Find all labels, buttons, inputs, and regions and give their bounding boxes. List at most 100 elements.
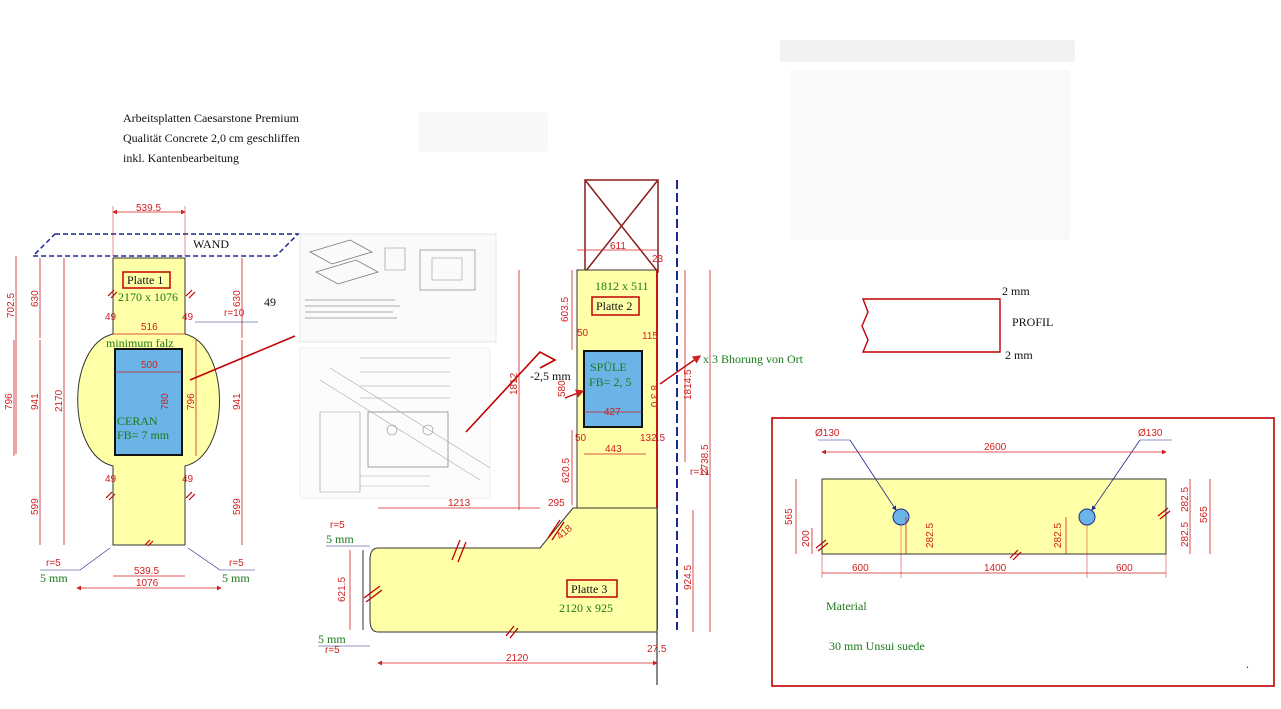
plate23-group: Platte 2 1812 x 511 SPÜLE FB= 2, 5 -2,5 … [318,179,804,685]
p2-dim-23: 23 [652,254,664,265]
p2-dim-27385: 2738.5 [700,444,711,475]
detail-h565l: 565 [784,508,795,525]
minus-25: -2,5 mm [530,369,571,383]
p2-dim-6035: 603.5 [560,297,571,322]
detail-w1400: 1400 [984,563,1007,574]
p2-dim-50b: 50 [575,433,587,444]
p1-dim-516: 516 [141,322,158,333]
p1-dim-630r: 630 [232,290,243,307]
spuele-fb: FB= 2, 5 [589,375,631,389]
bohrung-note: x 3 Bhorung von Ort [703,352,804,366]
p1-dim-500: 500 [141,360,158,371]
plate1-group: WAND Platte 1 2170 x 1076 minimum falz C… [4,203,300,591]
p3-5mm-b: 5 mm [318,632,346,646]
detail-w600r: 600 [1116,563,1133,574]
wall-label: WAND [193,237,229,251]
p1-callout-49: 49 [264,295,276,309]
detail-d2: Ø130 [1138,428,1163,439]
p1-dim-top-width: 539.5 [136,203,161,214]
p2-dim-115: 115 [642,331,658,342]
p1-5mm-l: 5 mm [40,571,68,585]
hole-left [892,508,910,526]
p1-r5l: r=5 [46,558,61,569]
detail-box: Ø130 Ø130 2600 565 200 282.5 282.5 282.5… [771,417,1275,687]
wall-band [31,233,300,257]
plate3-tag [566,579,618,598]
p3-dim-9245: 924.5 [683,565,694,590]
p1-dim-49a: 49 [105,312,117,323]
hob-sketch [299,233,497,343]
spec-line-1: Arbeitsplatten Caesarstone Premium [123,111,299,125]
p1-dim-49b: 49 [182,312,194,323]
p1-dim-941r: 941 [232,393,243,410]
profil-top: 2 mm [1002,284,1030,298]
detail-h565r: 565 [1199,506,1210,523]
p3-dim-1213: 1213 [448,498,471,509]
detail-d1: Ø130 [815,428,840,439]
p23-hatch [363,519,565,639]
p3-dim-2120: 2120 [506,653,529,664]
p1-hatch [105,289,196,547]
material-value: 30 mm Unsui suede [829,639,925,653]
profil-bottom: 2 mm [1005,348,1033,362]
ceran-fb: FB= 7 mm [117,428,170,442]
plate3-name: Platte 3 [571,582,607,596]
p2-dim-1812: 1812 [509,372,520,395]
p2-dim-50: 50 [577,328,589,339]
spuele-label: SPÜLE [590,360,627,374]
p2-dim-580: 580 [557,380,568,397]
sink-sketch [299,347,491,499]
p1-dim-599r: 599 [232,498,243,515]
material-label: Material [826,599,867,613]
p1-dim-49c: 49 [105,474,117,485]
p1-dim-2170: 2170 [54,389,65,412]
plate1-size: 2170 x 1076 [118,290,178,304]
plate3-size: 2120 x 925 [559,601,613,615]
detail-countertop [821,478,1167,555]
p1-dim-702: 702.5 [6,293,17,318]
detail-h200: 200 [801,530,812,547]
plate2-size: 1812 x 511 [595,279,649,293]
detail-w600l: 600 [852,563,869,574]
p1-dim-599l: 599 [30,498,41,515]
p2-dim-6205: 620.5 [561,458,572,483]
plate1-minfalz: minimum falz [106,336,174,350]
p3-r5b: r=5 [325,645,340,656]
plate1-name: Platte 1 [127,273,163,287]
p3-5mm-a: 5 mm [326,532,354,546]
p1-dim-796r: 796 [186,393,197,410]
p2-dim-443: 443 [605,444,622,455]
p1-dim-630l: 630 [30,290,41,307]
p3-dim-275: 27.5 [647,644,667,655]
hole-right [1078,508,1096,526]
p2-dim-611: 611 [610,241,626,252]
p2-dim-18145: 1814.5 [683,369,694,400]
p1-dim-941l: 941 [30,393,41,410]
p1-dim-total-width: 1076 [136,578,159,589]
p2-dim-427: 427 [604,407,621,418]
plate2-name: Platte 2 [596,299,632,313]
p1-5mm-r: 5 mm [222,571,250,585]
plate1-tag [122,271,171,289]
ceran-label: CERAN [117,414,158,428]
p1-dim-796l: 796 [4,393,15,410]
p3-dim-295: 295 [548,498,565,509]
profile-detail: 2 mm PROFIL 2 mm [861,284,1053,362]
p1-r5r: r=5 [229,558,244,569]
p1-dim-780: 780 [160,393,171,410]
p1-dim-49d: 49 [182,474,194,485]
detail-w2600: 2600 [984,442,1007,453]
detail-h2825b: 282.5 [1053,523,1064,548]
profil-label: PROFIL [1012,315,1053,329]
p2-dim-1325: 132.5 [640,433,665,444]
spuele-cutout [583,350,643,428]
faded-text-block-top [780,40,1075,62]
plate2-tag [591,296,640,316]
p1-dim-bottom-width: 539.5 [134,566,159,577]
p1-dim-r10: r=10 [224,308,245,319]
detail-h2825r2: 282.5 [1180,522,1191,547]
p3-dim-6215: 621.5 [337,577,348,602]
p3-r5a: r=5 [330,520,345,531]
